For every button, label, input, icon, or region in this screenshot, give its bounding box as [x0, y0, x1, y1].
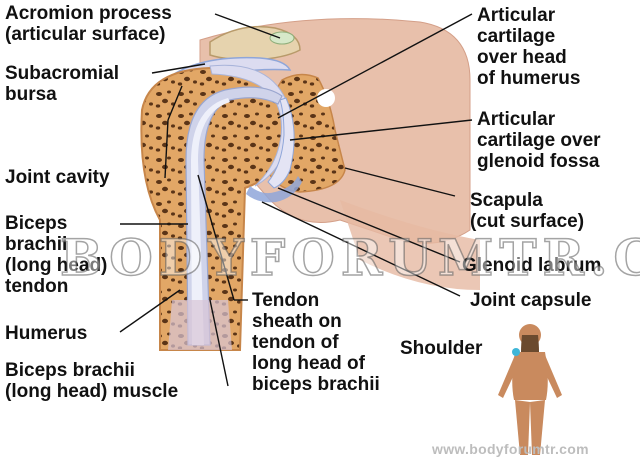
label-subacromial-bursa: Subacromial bursa [5, 63, 120, 105]
label-biceps-tendon: Biceps brachii (long head) tendon [5, 213, 108, 297]
label-cartilage-humerus: Articular cartilage over head of humerus [477, 5, 581, 89]
shoulder-marker [512, 348, 520, 356]
acromion-articular-surface [269, 31, 295, 45]
label-shoulder: Shoulder [400, 338, 483, 359]
joint-capsule [246, 176, 302, 203]
lower-muscle-tissue [340, 200, 480, 290]
biceps-muscle [168, 300, 232, 350]
label-scapula: Scapula (cut surface) [470, 190, 585, 232]
biceps-tendon [191, 98, 230, 345]
cartilage-glenoid-fossa [267, 97, 295, 189]
label-acromion-process: Acromion process (articular surface) [5, 3, 172, 45]
footer-url: www.bodyforumtr.com [432, 441, 589, 457]
label-joint-capsule: Joint capsule [470, 290, 592, 311]
label-cartilage-glenoid: Articular cartilage over glenoid fossa [477, 109, 601, 172]
body-figure [498, 324, 562, 455]
watermark: BODYFORUMTR.COM [59, 227, 640, 288]
leader-lines [119, 13, 473, 387]
label-glenoid-labrum: Glenoid labrum [462, 255, 602, 276]
label-biceps-muscle: Biceps brachii (long head) muscle [5, 360, 179, 402]
label-humerus: Humerus [5, 323, 88, 344]
label-joint-cavity: Joint cavity [5, 167, 110, 188]
label-tendon-sheath: Tendon sheath on tendon of long head of … [252, 290, 380, 395]
scapular-notch [317, 89, 335, 107]
